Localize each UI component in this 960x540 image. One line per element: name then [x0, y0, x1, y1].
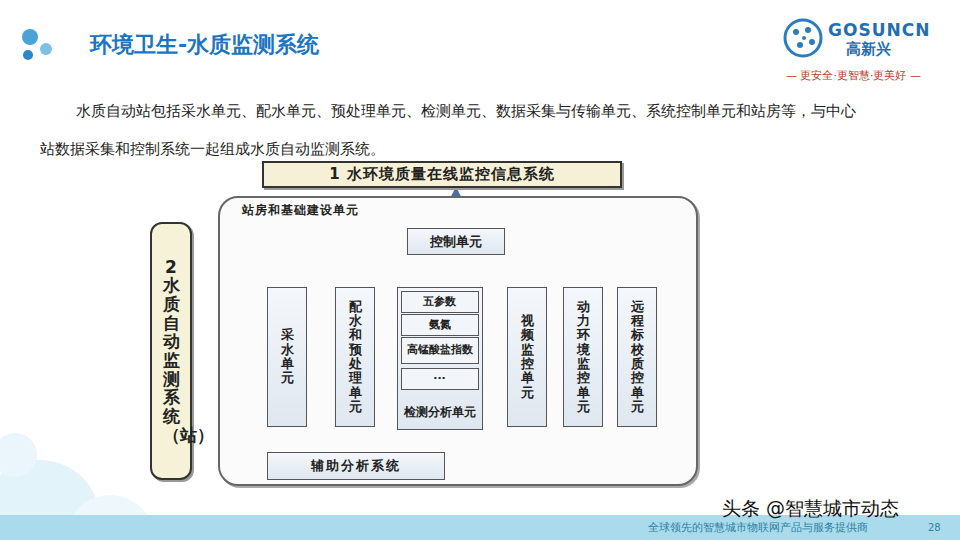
node-label: 高锰酸盐指数: [407, 343, 473, 357]
logo-dot: [23, 50, 33, 60]
node-label: 1 水环境质量在线监控信息系统: [329, 165, 555, 184]
node-label: 氨氮: [429, 318, 451, 332]
process-unit: 采水单元: [267, 287, 307, 427]
parameter-box: 高锰酸盐指数: [401, 337, 479, 364]
vertical-label: 2水质自动监测系统（站）: [163, 258, 180, 445]
intro-paragraph: 水质自动站包括采水单元、配水单元、预处理单元、检测单元、数据采集与传输单元、系统…: [40, 92, 870, 168]
node-label: 五参数: [423, 295, 456, 309]
footer-tagline: 全球领先的智慧城市物联网产品与服务提供商: [648, 520, 868, 535]
system-box: 1 水环境质量在线监控信息系统: [262, 161, 622, 188]
company-name: 高新兴: [846, 40, 891, 59]
auxiliary-analysis-box: 辅助分析系统: [267, 452, 445, 480]
vertical-label: 视频监控单元: [521, 314, 534, 400]
vertical-label: 远程标校质控单元: [631, 300, 644, 414]
vertical-label: 配水和预处理单元: [349, 300, 362, 414]
parameter-box: 五参数: [401, 291, 479, 313]
process-unit: 配水和预处理单元: [335, 287, 375, 427]
detection-unit: 检测分析单元五参数氨氮高锰酸盐指数 ···: [397, 287, 483, 430]
parameter-box: ···: [401, 368, 479, 390]
logo-dot: [40, 43, 52, 55]
node-label: 站房和基础建设单元: [242, 202, 359, 219]
process-unit: 视频监控单元: [507, 287, 547, 427]
parameter-box: 氨氮: [401, 314, 479, 336]
node-label: ···: [433, 372, 446, 386]
station-enclosure: 站房和基础建设单元控制单元采水单元配水和预处理单元检测分析单元五参数氨氮高锰酸盐…: [218, 196, 698, 486]
node-label: 控制单元: [424, 233, 488, 251]
page-number: 28: [928, 522, 941, 533]
watermark: 头条 @智慧城市动态: [722, 496, 899, 522]
control-unit: 控制单元: [407, 228, 505, 255]
slide-title: 环境卫生-水质监测系统: [90, 30, 319, 60]
vertical-label: 动力环境监控单元: [577, 300, 590, 414]
company-logo-text: GOSUNCN: [828, 20, 930, 40]
node-label: 辅助分析系统: [311, 457, 401, 475]
logo-dot: [22, 29, 38, 45]
vertical-label: 采水单元: [281, 328, 294, 385]
process-unit: 动力环境监控单元: [563, 287, 603, 427]
monitoring-station-band: 2水质自动监测系统（站）: [150, 222, 192, 480]
node-label: 检测分析单元: [404, 405, 476, 421]
process-unit: 远程标校质控单元: [617, 287, 657, 427]
background-blob: [0, 433, 37, 477]
company-slogan: — 更安全·更智慧·更美好 —: [786, 68, 921, 83]
company-logo-icon: [785, 20, 821, 56]
